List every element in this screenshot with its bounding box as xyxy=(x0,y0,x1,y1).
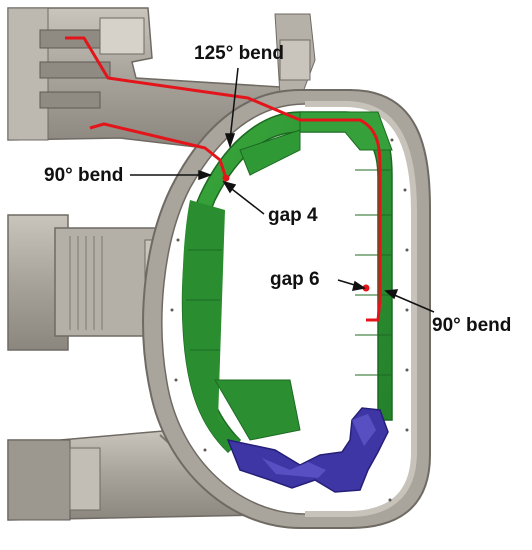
divertor xyxy=(226,407,389,493)
gap-4-marker xyxy=(222,174,230,182)
label-gap-4: gap 4 xyxy=(268,205,318,226)
label-125-bend: 125° bend xyxy=(194,43,284,64)
annotation-arrows xyxy=(130,67,435,313)
red-path xyxy=(65,36,382,322)
upper-port xyxy=(7,7,316,149)
gap-6-marker xyxy=(362,284,370,292)
label-90-bend-left: 90° bend xyxy=(44,165,124,186)
blanket-modules xyxy=(181,111,393,454)
label-gap-6: gap 6 xyxy=(270,269,320,290)
label-90-bend-right: 90° bend xyxy=(432,315,512,336)
